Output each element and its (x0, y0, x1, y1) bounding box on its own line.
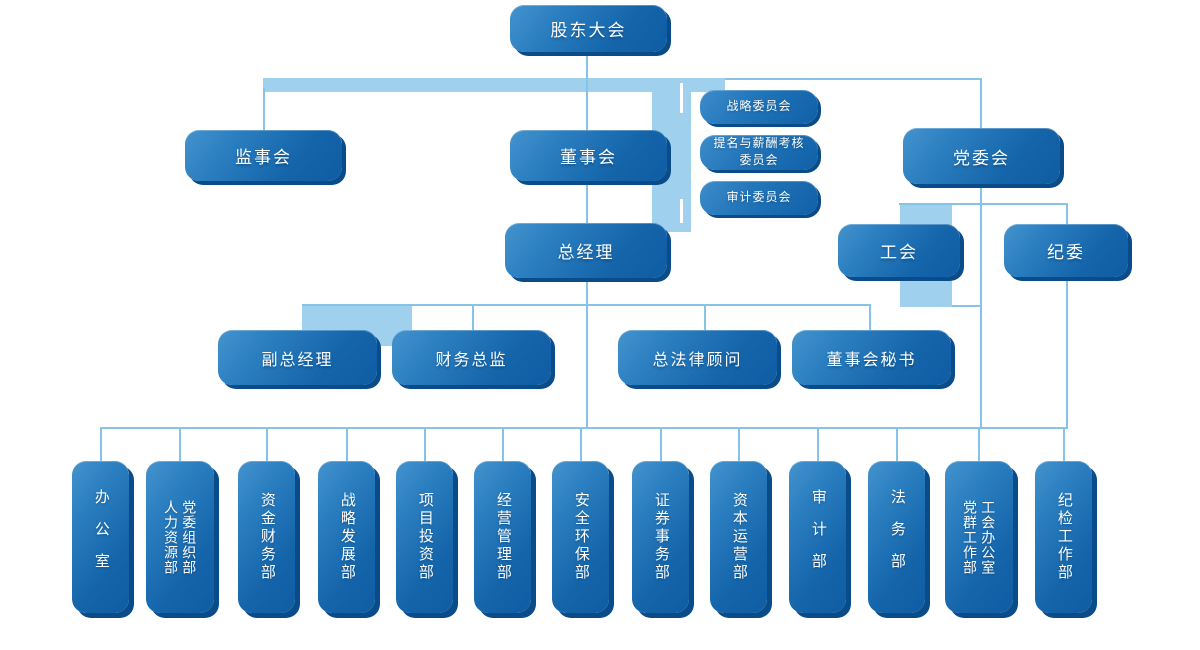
department-node: 党委组织部 人力资源部 (146, 427, 214, 613)
band-divider-line (680, 199, 683, 223)
node-shareholders-meeting: 股东大会 (510, 5, 667, 52)
connector-line (980, 78, 982, 128)
connector-line (302, 304, 871, 306)
committee-node: 审计委员会 (700, 180, 818, 215)
department-label: 工会办公室 党群工作部 (962, 499, 997, 575)
band-divider-line (680, 83, 683, 113)
node-party-committee: 党委会 (903, 128, 1060, 184)
highlight-band-top (263, 78, 725, 92)
department-label: 党委组织部 人力资源部 (163, 499, 198, 575)
connector-line (952, 305, 982, 307)
connector-line (980, 203, 982, 429)
department-node: 安全环保部 (552, 427, 609, 613)
department-label: 资金财务部 (258, 492, 276, 582)
department-node: 证券事务部 (632, 427, 689, 613)
department-node: 法务部 (868, 427, 925, 613)
connector-line (1066, 203, 1068, 224)
node-labor-union: 工会 (838, 224, 960, 277)
department-node: 审计部 (789, 427, 846, 613)
executive-node: 财务总监 (392, 330, 551, 385)
department-node: 纪检工作部 (1035, 427, 1092, 613)
department-node: 资金财务部 (238, 427, 295, 613)
department-label: 项目投资部 (416, 492, 434, 582)
department-node: 资本运营部 (710, 427, 767, 613)
department-label: 经营管理部 (494, 492, 512, 582)
connector-line (899, 203, 1068, 205)
node-general-manager: 总经理 (505, 223, 667, 278)
connector-line (704, 304, 706, 330)
connector-line (100, 427, 1068, 429)
connector-line (586, 278, 588, 428)
connector-line (586, 181, 588, 223)
department-label: 资本运营部 (730, 492, 748, 582)
department-node: 战略发展部 (318, 427, 375, 613)
department-node: 经营管理部 (474, 427, 531, 613)
department-label: 安全环保部 (572, 492, 590, 582)
department-node: 工会办公室 党群工作部 (945, 427, 1013, 613)
committee-node: 战略委员会 (700, 90, 818, 124)
node-board-of-directors: 董事会 (510, 130, 667, 181)
connector-line (725, 78, 982, 80)
node-supervisory-board: 监事会 (185, 130, 342, 181)
committee-node: 提名与薪酬考核 委员会 (700, 135, 818, 170)
department-label: 办公室 (92, 489, 110, 585)
connector-line (263, 88, 265, 130)
board-committees-group: 战略委员会提名与薪酬考核 委员会审计委员会 (700, 90, 818, 215)
connector-line (869, 304, 871, 330)
connector-line (472, 304, 474, 330)
band-divider-line (299, 304, 302, 346)
department-label: 审计部 (809, 489, 827, 585)
department-node: 办公室 (72, 427, 129, 613)
connector-line (980, 184, 982, 203)
connector-line (1066, 277, 1068, 429)
executive-node: 总法律顾问 (618, 330, 777, 385)
executive-node: 董事会秘书 (792, 330, 951, 385)
department-label: 法务部 (888, 489, 906, 585)
department-label: 证券事务部 (652, 492, 670, 582)
department-label: 纪检工作部 (1055, 492, 1073, 582)
department-node: 项目投资部 (396, 427, 453, 613)
connector-line (586, 50, 588, 130)
executive-node: 副总经理 (218, 330, 377, 385)
node-discipline-committee: 纪委 (1004, 224, 1128, 277)
department-label: 战略发展部 (338, 492, 356, 582)
